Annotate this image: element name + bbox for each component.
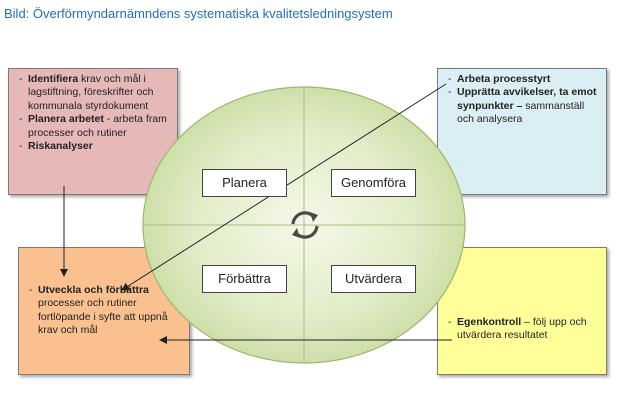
box-do-item: Arbeta processtyrt bbox=[448, 73, 600, 87]
box-check: Egenkontroll – följ upp och utvärdera re… bbox=[437, 247, 607, 375]
quadrant-genomfora: Genomföra bbox=[331, 169, 416, 197]
box-do-item: Upprätta avvikelser, ta emot synpunkter … bbox=[448, 86, 600, 126]
quadrant-forbattra: Förbättra bbox=[202, 265, 287, 293]
box-act: Utveckla och förbättra processer och rut… bbox=[18, 247, 190, 375]
diagram-title: Bild: Överförmyndarnämndens systematiska… bbox=[4, 6, 393, 21]
box-do: Arbeta processtyrt Upprätta avvikelser, … bbox=[437, 68, 607, 195]
box-plan: Identifiera krav och mål i lagstiftning,… bbox=[8, 68, 178, 195]
box-plan-item: Identifiera krav och mål i lagstiftning,… bbox=[19, 73, 171, 113]
box-check-item: Egenkontroll – följ upp och utvärdera re… bbox=[448, 316, 600, 343]
quadrant-utvardera: Utvärdera bbox=[331, 265, 416, 293]
box-plan-item: Planera arbetet - arbeta fram processer … bbox=[19, 113, 171, 140]
box-plan-item: Riskanalyser bbox=[19, 140, 171, 154]
cycle-arrows-icon bbox=[291, 211, 319, 239]
quadrant-planera: Planera bbox=[202, 169, 287, 197]
